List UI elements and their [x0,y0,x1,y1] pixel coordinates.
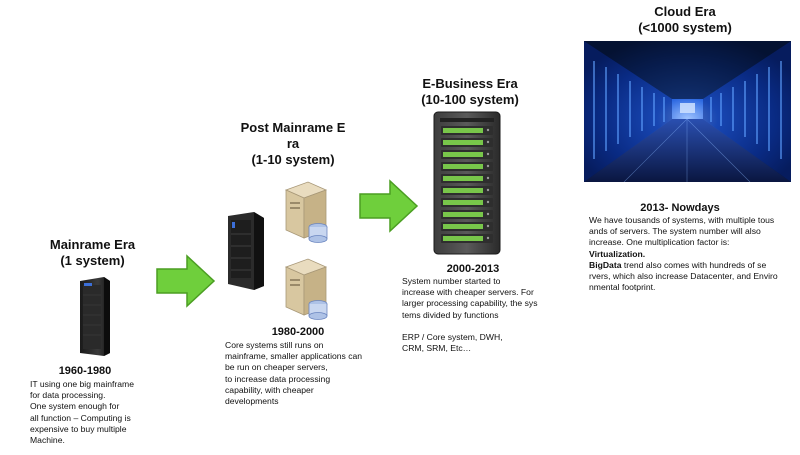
era-4-title-line-1: Cloud Era [654,4,716,19]
era-2-desc-line: mainframe, smaller applications can [225,351,363,362]
era-3-title-line-1: E-Business Era [422,76,518,91]
era-4-desc-line: increase. One multiplication factor is: [589,237,730,248]
era-3-title-line-2: (10-100 system) [421,92,519,107]
era-2-title: Post Mainrame E ra (1-10 system) [228,120,358,168]
era-2-title-line-3: (1-10 system) [251,152,335,167]
era-1-desc-line: expensive to buy multiple [30,423,127,434]
mainframe-icon [74,275,114,357]
era-1-title-line-2: (1 system) [60,253,125,268]
era-1-years: 1960-1980 [58,365,112,377]
era-1-desc-line: IT using one big mainframe [30,379,134,389]
era-3-description: System number started to increase with c… [402,276,562,354]
era-4-description: We have tousands of systems, with multip… [589,215,799,293]
era-1-title: Mainrame Era (1 system) [35,237,150,269]
era-2-desc-line: to increase data processing [225,373,331,384]
era-4-desc-line: We have tousands of systems, with multip… [589,215,775,225]
rack-server-icon [432,110,502,256]
era-4-desc-line: rvers, which also increase Datacenter, a… [589,271,778,282]
era-4-emphasis: Virtualization. [589,249,799,260]
era-1-desc-line: Machine. [30,435,65,446]
era-3-title: E-Business Era (10-100 system) [400,76,540,108]
era-2-desc-line: be run on cheaper servers, [225,362,328,373]
era-4-desc-line: BigData trend also comes with hundreds o… [589,260,799,271]
file-server-icon [282,257,332,323]
era-2-desc-line: capability, with cheaper [225,384,314,395]
era-4-title: Cloud Era (<1000 system) [610,4,760,36]
bigdata-label: BigData [589,259,622,270]
era-3-desc-line: CRM, SRM, Etc… [402,343,472,354]
era-4-title-line-2: (<1000 system) [638,20,732,35]
era-2-years: 1980-2000 [271,326,325,338]
era-2-description: Core systems still runs on mainframe, sm… [225,340,385,407]
era-3-desc-line: ERP / Core system, DWH, [402,331,503,342]
era-3-years: 2000-2013 [446,263,500,275]
era-4-desc-line: ands of servers. The system number will … [589,226,761,237]
era-3-desc-line: System number started to [402,276,501,286]
era-3-desc-line: larger processing capability, the sys [402,298,538,309]
era-4-years: 2013- Nowdays [640,202,720,214]
server-tower-icon [224,210,268,292]
era-2-desc-line: Core systems still runs on [225,340,324,350]
virtualization-label: Virtualization. [589,248,646,259]
era-3-desc-spacer [402,321,562,332]
arrow-right-icon [155,253,217,309]
era-4-desc-line: nmental footprint. [589,282,656,293]
bigdata-text: trend also comes with hundreds of se [621,259,767,270]
era-2-title-line-2: ra [286,136,300,151]
era-1-description: IT using one big mainframe for data proc… [30,379,170,446]
era-1-desc-line: all function – Computing is [30,412,131,423]
file-server-icon [282,180,332,246]
era-1-desc-line: One system enough for [30,401,120,412]
era-1-title-line-1: Mainrame Era [49,237,136,252]
era-1-desc-line: for data processing. [30,390,106,401]
arrow-right-icon [358,178,420,234]
era-3-desc-line: tems divided by functions [402,309,499,320]
era-2-desc-line: developments [225,396,279,407]
era-3-desc-line: increase with cheaper servers. For [402,287,534,298]
era-2-title-line-1: Post Mainrame E [240,120,346,135]
datacenter-photo [584,41,791,182]
